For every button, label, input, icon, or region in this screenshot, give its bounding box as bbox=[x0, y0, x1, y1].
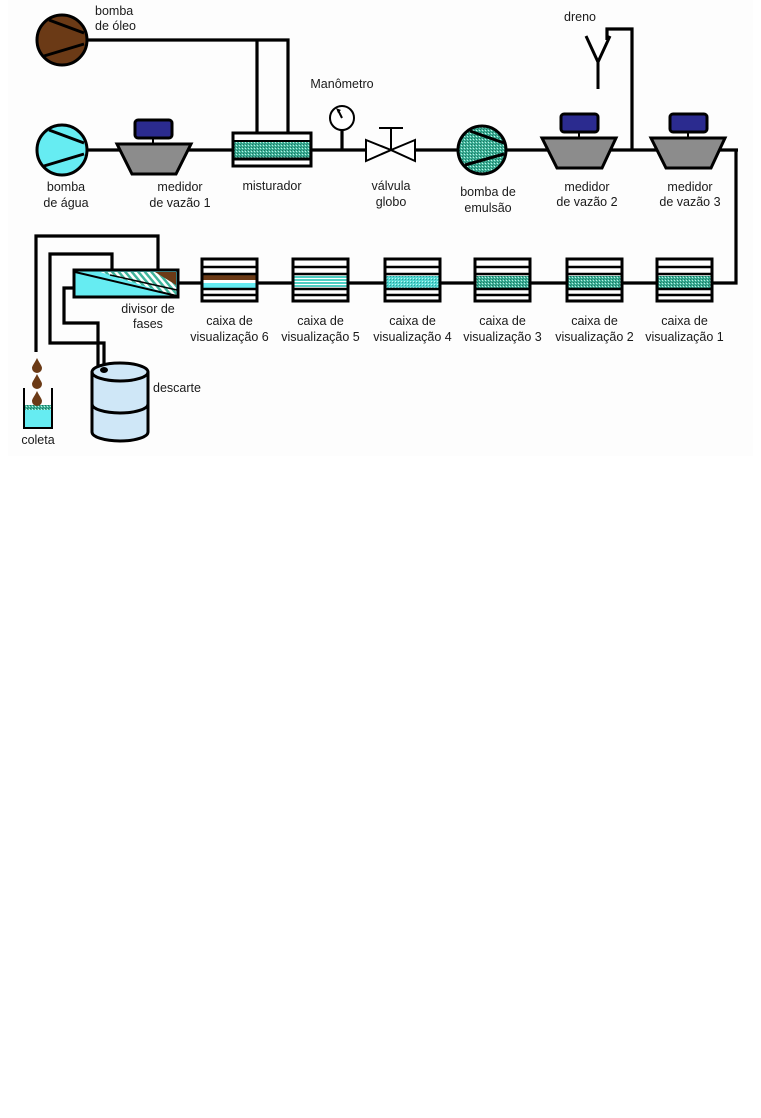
flow-meter-2-label-2: de vazão 2 bbox=[556, 195, 617, 209]
visualization-box-1: caixa de visualização 1 bbox=[645, 257, 724, 344]
visualization-box-2: caixa de visualização 2 bbox=[555, 257, 634, 344]
visualization-boxes: caixa de visualização 6 caixa de visualizaç… bbox=[190, 257, 724, 344]
visualization-box-label-2: visualização 5 bbox=[281, 330, 360, 344]
diagram-canvas: bomba de óleo bomba de água medidor de v… bbox=[8, 0, 753, 456]
phase-splitter-label-1: divisor de bbox=[121, 302, 175, 316]
emulsion-pump bbox=[456, 124, 508, 176]
globe-valve-label-2: globo bbox=[376, 195, 407, 209]
flow-meter-1 bbox=[114, 118, 194, 176]
emulsion-layer bbox=[386, 276, 439, 288]
visualization-box-5: caixa de visualização 5 bbox=[281, 257, 360, 344]
visualization-box-label-1: caixa de bbox=[297, 314, 344, 328]
oil-pump bbox=[35, 13, 89, 67]
drain-label: dreno bbox=[564, 10, 596, 24]
oil-drops bbox=[32, 358, 42, 406]
emulsion-layer bbox=[294, 276, 347, 288]
visualization-box-label-2: visualização 3 bbox=[463, 330, 542, 344]
drain bbox=[584, 35, 612, 89]
manometer-label: Manômetro bbox=[310, 77, 373, 91]
globe-valve bbox=[365, 127, 416, 163]
oil-drop-icon bbox=[32, 374, 42, 389]
discard-drum bbox=[90, 361, 150, 443]
visualization-box-label-2: visualização 4 bbox=[373, 330, 452, 344]
flow-meter-3 bbox=[648, 112, 728, 170]
water-pump-label-2: de água bbox=[43, 196, 88, 210]
flow-meter-3-label-2: de vazão 3 bbox=[659, 195, 720, 209]
emulsion-pump-label-2: emulsão bbox=[464, 201, 511, 215]
phase-splitter bbox=[72, 268, 180, 299]
mixer bbox=[231, 131, 313, 168]
flow-meter-2 bbox=[539, 112, 619, 170]
visualization-box-label-1: caixa de bbox=[389, 314, 436, 328]
process-flow-diagram: bomba de óleo bomba de água medidor de v… bbox=[0, 0, 761, 460]
oil-drop-icon bbox=[32, 358, 42, 373]
visualization-box-label-1: caixa de bbox=[661, 314, 708, 328]
oil-pump-label-1: bomba bbox=[95, 4, 133, 18]
visualization-box-label-2: visualização 2 bbox=[555, 330, 634, 344]
oil-drop-icon bbox=[32, 391, 42, 406]
visualization-box-label-1: caixa de bbox=[206, 314, 253, 328]
collection-beaker bbox=[23, 388, 53, 429]
emulsion-layer bbox=[658, 276, 711, 288]
emulsion-pump-label-1: bomba de bbox=[460, 185, 516, 199]
visualization-box-label-1: caixa de bbox=[571, 314, 618, 328]
visualization-box-label-1: caixa de bbox=[479, 314, 526, 328]
water-pump bbox=[35, 123, 89, 177]
water-pump-label-1: bomba bbox=[47, 180, 85, 194]
manometer bbox=[329, 105, 355, 131]
phase-splitter-label-2: fases bbox=[133, 317, 163, 331]
visualization-box-label-2: visualização 1 bbox=[645, 330, 724, 344]
flow-meter-1-label-1: medidor bbox=[157, 180, 202, 194]
visualization-box-label-2: visualização 6 bbox=[190, 330, 269, 344]
emulsion-layer bbox=[568, 276, 621, 288]
flow-meter-3-label-1: medidor bbox=[667, 180, 712, 194]
water-layer bbox=[203, 283, 256, 288]
visualization-box-4: caixa de visualização 4 bbox=[373, 257, 452, 344]
oil-pump-label-2: de óleo bbox=[95, 19, 136, 33]
discard-label: descarte bbox=[153, 381, 201, 395]
oil-layer bbox=[203, 275, 256, 280]
mixer-label: misturador bbox=[242, 179, 301, 193]
collection-label: coleta bbox=[21, 433, 54, 447]
flow-meter-2-label-1: medidor bbox=[564, 180, 609, 194]
visualization-box-3: caixa de visualização 3 bbox=[463, 257, 542, 344]
flow-meter-1-label-2: de vazão 1 bbox=[149, 196, 210, 210]
globe-valve-label-1: válvula bbox=[372, 179, 411, 193]
visualization-box-6: caixa de visualização 6 bbox=[190, 257, 269, 344]
emulsion-layer bbox=[476, 276, 529, 288]
